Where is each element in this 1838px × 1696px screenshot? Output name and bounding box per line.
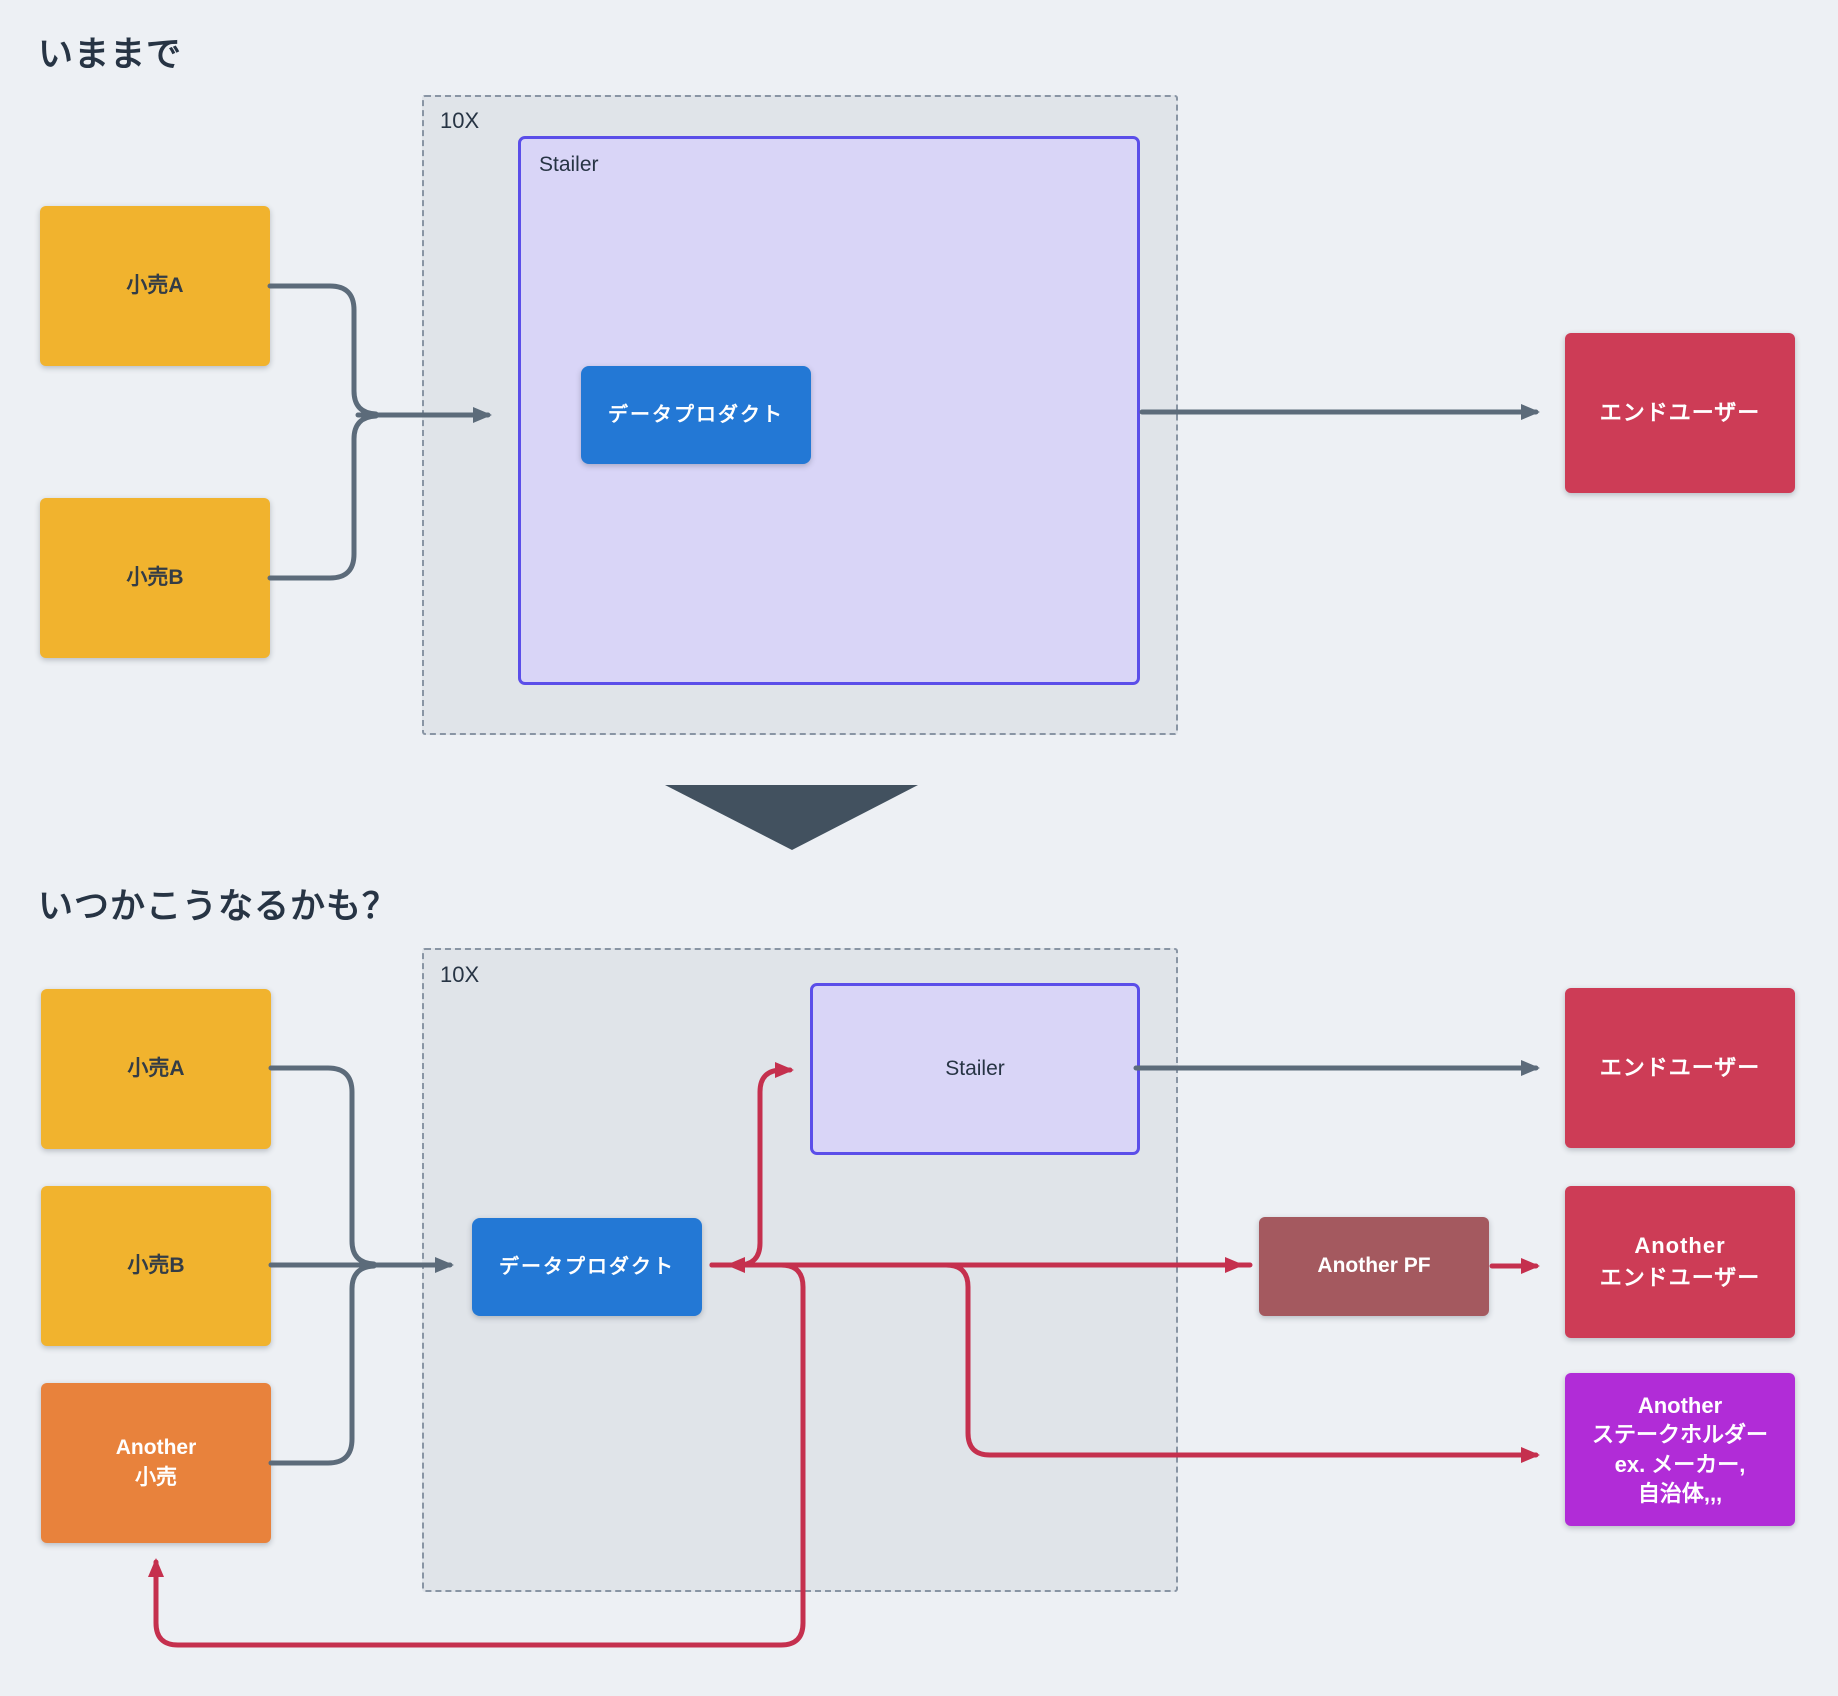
wire-retail-a-merge-before	[267, 283, 379, 417]
down-triangle-divider	[665, 785, 918, 850]
stailer-box-after[interactable]: Stailer	[810, 983, 1140, 1155]
node-data-product-after[interactable]: データプロダクト	[472, 1218, 702, 1316]
node-retail-b-before[interactable]: 小売B	[40, 498, 270, 658]
node-end-user-after[interactable]: エンドユーザー	[1565, 988, 1795, 1148]
wire-retail-a-merge-after	[268, 1065, 377, 1267]
node-another-pf[interactable]: Another PF	[1259, 1217, 1489, 1316]
node-another-retail[interactable]: Another 小売	[41, 1383, 271, 1543]
section-title-before: いままで	[38, 35, 183, 74]
node-another-stakeholder[interactable]: Another ステークホルダー ex. メーカー, 自治体,,,	[1565, 1373, 1795, 1526]
node-end-user-before[interactable]: エンドユーザー	[1565, 333, 1795, 493]
container-10x-before-label: 10X	[440, 108, 480, 133]
node-retail-a-before[interactable]: 小売A	[40, 206, 270, 366]
container-10x-after-label: 10X	[440, 962, 480, 987]
wire-retail-b-merge-before	[267, 413, 379, 581]
wire-another-retail-merge-after	[268, 1263, 377, 1466]
node-retail-b-after[interactable]: 小売B	[41, 1186, 271, 1346]
node-data-product-before[interactable]: データプロダクト	[581, 366, 811, 464]
node-retail-a-after[interactable]: 小売A	[41, 989, 271, 1149]
stailer-before-label: Stailer	[539, 153, 599, 176]
node-another-end-user[interactable]: Another エンドユーザー	[1565, 1186, 1795, 1338]
section-title-after: いつかこうなるかも？	[38, 887, 399, 926]
